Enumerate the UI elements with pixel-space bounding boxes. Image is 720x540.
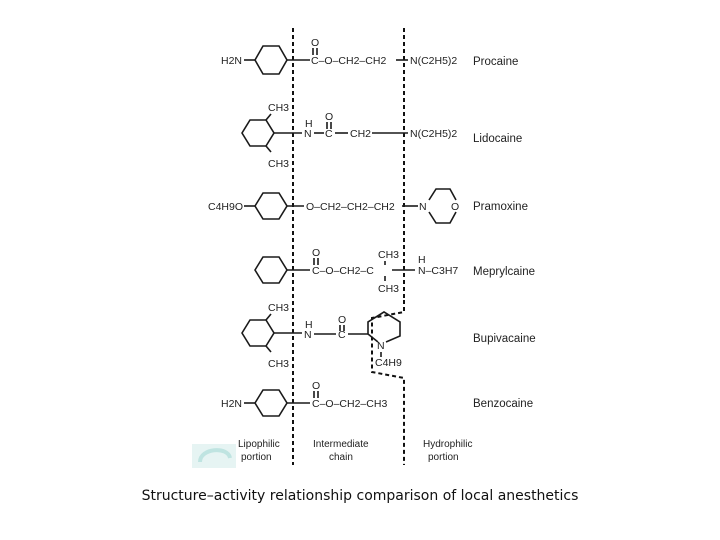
pramoxine-n: N <box>419 201 427 213</box>
intermediate-label-line1: Intermediate <box>313 439 369 450</box>
lidocaine-ch3-top: CH3 <box>268 102 289 114</box>
bupivacaine-c: C <box>338 329 346 341</box>
lidocaine-ch3-bottom: CH3 <box>268 158 289 170</box>
meprylcaine-structure: O C–O–CH2–C CH3 CH3 H N–C3H7 Meprylcaine <box>254 247 535 295</box>
decorative-swirl <box>198 448 232 463</box>
procaine-benzene-ring <box>254 45 288 75</box>
hydrophilic-label-line1: Hydrophilic <box>423 439 472 450</box>
procaine-chain: C–O–CH2–CH2 <box>311 55 386 67</box>
intermediate-label-line2: chain <box>329 452 353 463</box>
procaine-amine: N(C2H5)2 <box>410 55 457 67</box>
bupivacaine-structure: CH3 CH3 H N O C N C4H9 Bupivacaine <box>241 302 536 370</box>
lidocaine-carbonyl-o: O <box>325 111 333 123</box>
lipophilic-label-line1: Lipophilic <box>238 439 280 450</box>
meprylcaine-ch3-bottom: CH3 <box>378 283 399 295</box>
benzocaine-chain: C–O–CH2–CH3 <box>312 398 387 410</box>
lidocaine-n: N <box>304 128 312 140</box>
procaine-carbonyl-o: O <box>311 37 319 49</box>
bupivacaine-benzene-ring <box>241 319 275 347</box>
piperidine-ring <box>367 311 401 343</box>
benzocaine-benzene-ring <box>254 389 288 417</box>
bupivacaine-ch3-bottom: CH3 <box>268 358 289 370</box>
procaine-structure: H2N O C–O–CH2–CH2 N(C2H5)2 Procaine <box>221 37 518 75</box>
lidocaine-c: C <box>325 128 333 140</box>
meprylcaine-h: H <box>418 254 426 266</box>
benzocaine-structure: H2N O C–O–CH2–CH3 Benzocaine <box>221 380 533 417</box>
figure-caption: Structure–activity relationship comparis… <box>141 488 579 504</box>
bupivacaine-n: N <box>304 329 312 341</box>
lidocaine-label: Lidocaine <box>473 133 522 145</box>
benzocaine-label: Benzocaine <box>473 398 533 410</box>
lidocaine-h: H <box>305 118 313 130</box>
pramoxine-chain: O–CH2–CH2–CH2 <box>306 201 395 213</box>
lidocaine-ch2: CH2 <box>350 128 371 140</box>
lipophilic-label-line2: portion <box>241 452 272 463</box>
meprylcaine-amine: N–C3H7 <box>418 265 458 277</box>
benzocaine-carbonyl-o: O <box>312 380 320 392</box>
benzocaine-h2n: H2N <box>221 398 242 410</box>
meprylcaine-label: Meprylcaine <box>473 266 535 278</box>
procaine-label: Procaine <box>473 56 518 68</box>
bupivacaine-label: Bupivacaine <box>473 333 536 345</box>
procaine-h2n: H2N <box>221 55 242 67</box>
pramoxine-label: Pramoxine <box>473 201 528 213</box>
lidocaine-benzene-ring <box>241 119 275 147</box>
meprylcaine-carbonyl-o: O <box>312 247 320 259</box>
lidocaine-structure: CH3 CH3 H N O C CH2 N(C2H5)2 Lidocaine <box>241 102 522 170</box>
pramoxine-c4h9o: C4H9O <box>208 201 243 213</box>
bupivacaine-h: H <box>305 319 313 331</box>
bupivacaine-ring-n: N <box>377 340 385 352</box>
meprylcaine-chain: C–O–CH2–C <box>312 265 374 277</box>
bupivacaine-carbonyl-o: O <box>338 314 346 326</box>
bupivacaine-c4h9: C4H9 <box>375 357 402 369</box>
pramoxine-o: O <box>451 201 459 213</box>
bupivacaine-divider <box>371 300 405 465</box>
bupivacaine-ch3-top: CH3 <box>268 302 289 314</box>
lidocaine-amine: N(C2H5)2 <box>410 128 457 140</box>
meprylcaine-benzene-ring <box>254 256 288 284</box>
hydrophilic-label-line2: portion <box>428 452 459 463</box>
meprylcaine-ch3-top: CH3 <box>378 249 399 261</box>
pramoxine-benzene-ring <box>254 192 288 220</box>
pramoxine-structure: C4H9O O–CH2–CH2–CH2 N O Pramoxine <box>208 188 528 224</box>
morpholine-ring <box>428 188 457 224</box>
